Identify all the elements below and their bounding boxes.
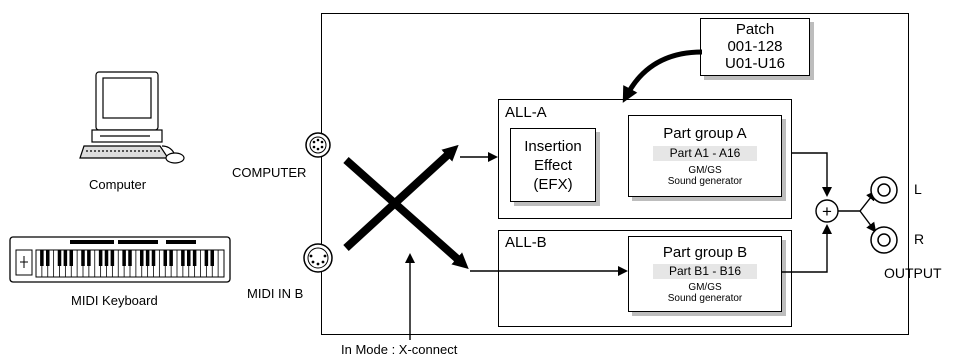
midi-keyboard-label: MIDI Keyboard	[71, 293, 158, 308]
efx-line-1: Insertion	[524, 138, 582, 155]
x-connect-cross	[343, 144, 469, 269]
midi-in-b-port-label: MIDI IN B	[247, 286, 304, 301]
computer-label: Computer	[89, 177, 147, 192]
output-l-label: L	[914, 181, 922, 197]
mixer-plus-sign: +	[822, 202, 832, 221]
mixer-to-l-line	[838, 190, 877, 212]
part-group-b-box: Part group B Part B1 - B16 GM/GS Sound g…	[628, 236, 782, 312]
part-b-output-line	[782, 224, 832, 273]
computer-icon	[79, 71, 185, 164]
part-b-gen-1: GM/GS	[688, 282, 722, 293]
output-l-jack-icon	[870, 176, 898, 204]
patch-title: Patch	[735, 21, 775, 38]
part-b-gen-2: Sound generator	[667, 293, 743, 304]
part-a-output-line	[792, 152, 832, 197]
mixer-to-r-line	[859, 210, 877, 233]
part-group-a-box: Part group A Part A1 - A16 GM/GS Sound g…	[628, 115, 782, 197]
efx-line-2: Effect	[533, 157, 573, 174]
computer-port-icon	[305, 132, 331, 158]
output-r-label: R	[914, 231, 925, 247]
patch-range-1: 001-128	[727, 38, 783, 55]
part-a-gen-2: Sound generator	[667, 176, 743, 187]
all-a-title: ALL-A	[505, 104, 547, 121]
part-group-a-title: Part group A	[663, 125, 747, 142]
efx-box: Insertion Effect (EFX)	[510, 128, 596, 202]
midi-keyboard-icon	[9, 236, 231, 283]
efx-line-3: (EFX)	[533, 176, 573, 193]
patch-box: Patch 001-128 U01-U16	[700, 18, 810, 76]
patch-range-2: U01-U16	[724, 55, 786, 72]
output-label: OUTPUT	[884, 265, 942, 281]
computer-port-label: COMPUTER	[232, 165, 307, 180]
output-r-jack-icon	[870, 226, 898, 254]
part-group-b-title: Part group B	[662, 244, 748, 261]
midi-in-b-port-icon	[303, 243, 333, 273]
mode-label: In Mode : X-connect	[341, 342, 458, 357]
part-a-gen-1: GM/GS	[688, 165, 722, 176]
part-a-range: Part A1 - A16	[653, 146, 757, 161]
patch-select-arrow	[622, 49, 703, 103]
part-b-range: Part B1 - B16	[653, 264, 757, 279]
all-b-title: ALL-B	[505, 234, 547, 251]
